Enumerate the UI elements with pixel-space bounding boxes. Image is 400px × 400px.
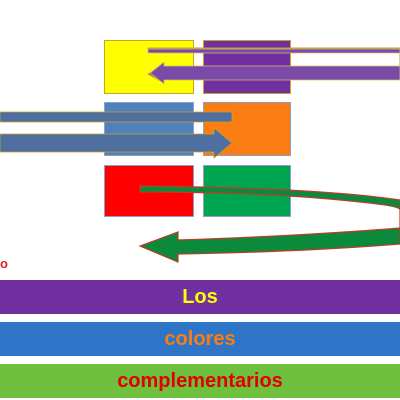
band-colores: colores bbox=[0, 322, 400, 356]
red-mark: o bbox=[0, 256, 8, 271]
blue-arrow-top bbox=[0, 111, 233, 123]
band-los-text: Los bbox=[182, 285, 218, 308]
band-complementarios-text: complementarios bbox=[117, 369, 283, 392]
band-los: Los bbox=[0, 280, 400, 314]
band-complementarios: complementarios bbox=[0, 364, 400, 398]
green-arrow bbox=[138, 185, 400, 263]
blue-arrow-bottom bbox=[0, 127, 233, 159]
band-colores-text: colores bbox=[164, 327, 236, 350]
